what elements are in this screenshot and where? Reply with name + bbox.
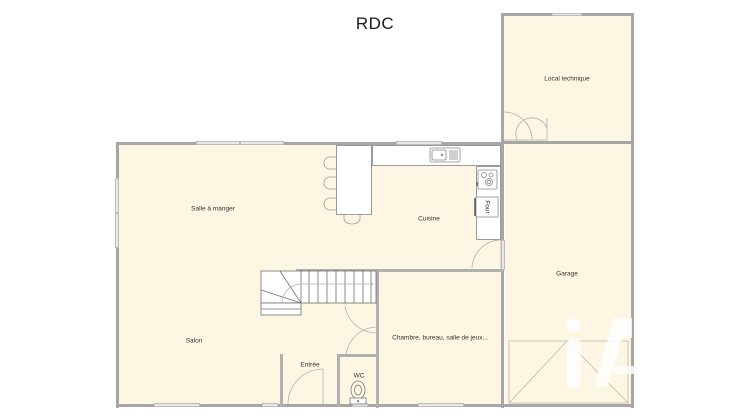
room-label-garage: Garage <box>556 270 578 278</box>
door-icon <box>471 239 502 269</box>
room-label-chambre: Chambre, bureau, salle de jeux... <box>392 334 488 342</box>
wall <box>501 141 634 144</box>
plan-title: RDC <box>355 14 395 33</box>
wall <box>116 404 634 407</box>
window <box>154 403 200 407</box>
toilet-icon <box>349 380 367 405</box>
hob-icon <box>476 169 498 190</box>
door-icon <box>503 111 548 141</box>
oven-icon <box>474 196 499 218</box>
window <box>418 403 464 407</box>
oven-label: Four <box>483 200 491 214</box>
door-icon <box>287 368 324 405</box>
kitchen-island <box>336 145 372 215</box>
interior-wall <box>280 354 283 407</box>
window <box>196 141 240 145</box>
interior-wall <box>337 354 340 407</box>
door-icon <box>344 305 378 356</box>
interior-wall <box>337 354 378 357</box>
window <box>240 141 284 145</box>
wall <box>631 13 634 408</box>
room-label-local-technique: Local technique <box>544 75 590 83</box>
window <box>115 178 119 213</box>
sink-icon <box>429 147 461 163</box>
bar-stool-icon <box>323 156 361 225</box>
room-label-cuisine: Cuisine <box>418 215 440 223</box>
window <box>501 240 505 270</box>
floor-local-technique <box>503 15 632 143</box>
room-label-entree: Entrée <box>300 361 320 369</box>
stairs-icon <box>260 270 377 316</box>
interior-wall <box>296 269 503 272</box>
kitchen-counter-top <box>372 145 501 166</box>
window <box>115 213 119 248</box>
wall <box>501 142 504 408</box>
room-label-wc: WC <box>353 372 365 380</box>
room-label-salle-a-manger: Salle à manger <box>191 205 235 213</box>
window <box>396 141 442 145</box>
window <box>552 13 582 16</box>
interior-wall <box>376 269 379 408</box>
watermark-logo-icon <box>567 318 634 388</box>
room-label-salon: Salon <box>185 337 203 345</box>
wall <box>116 142 503 145</box>
wall <box>116 142 119 408</box>
wall <box>501 13 504 143</box>
window <box>262 403 278 407</box>
